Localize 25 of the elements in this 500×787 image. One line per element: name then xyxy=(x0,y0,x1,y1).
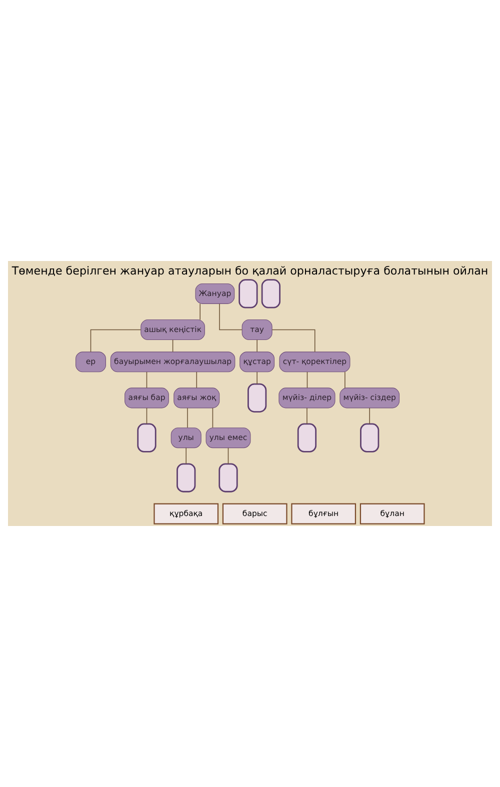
connector xyxy=(146,408,148,424)
node-box xyxy=(137,423,156,452)
connector xyxy=(196,372,198,388)
connector xyxy=(187,408,188,428)
connector xyxy=(256,339,258,352)
connector xyxy=(219,303,242,330)
connector xyxy=(212,408,214,428)
node-box xyxy=(360,423,380,452)
connector xyxy=(306,372,308,388)
connector xyxy=(146,372,148,388)
diagram-title: Төменде берілген жануар атауларын бо қалай орналастыруға болатынын ойлан xyxy=(12,264,488,278)
connector xyxy=(344,372,346,388)
node-box xyxy=(248,383,267,412)
connector xyxy=(369,408,370,424)
node-box xyxy=(176,463,196,492)
node-box xyxy=(218,463,238,492)
connector xyxy=(90,329,142,352)
connector xyxy=(272,329,316,352)
node-box xyxy=(261,279,280,308)
connector xyxy=(172,339,174,352)
connector xyxy=(256,372,258,384)
connector xyxy=(306,408,308,424)
node-box xyxy=(297,423,317,452)
node-box xyxy=(238,279,258,308)
connector xyxy=(228,448,229,464)
